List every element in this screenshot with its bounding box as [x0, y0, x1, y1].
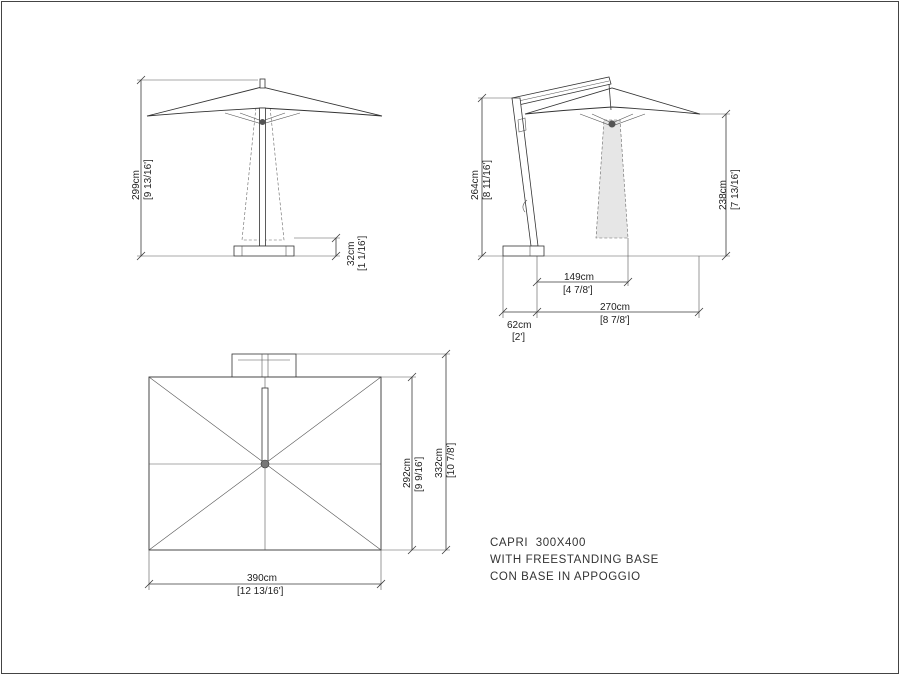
side-offset-label: 149cm	[564, 272, 594, 283]
front-height-inch-label: [9 13/16']	[143, 159, 154, 200]
top-overall-depth-label: 332cm	[434, 448, 445, 478]
side-canopy-height-inch-label: [7 13/16']	[730, 169, 741, 210]
caption-block: CAPRI 300X400 WITH FREESTANDING BASE CON…	[490, 537, 659, 583]
side-base-width-label: 62cm	[507, 320, 531, 331]
top-overall-depth-inch-label: [10 7/8']	[446, 443, 457, 478]
top-width-inch-label: [12 13/16']	[237, 586, 284, 597]
side-hub	[608, 120, 616, 128]
top-view: 390cm [12 13/16'] 292cm [9 9/16'] 332cm …	[144, 349, 457, 597]
front-height-label: 299cm	[131, 170, 142, 200]
top-canopy-depth-inch-label: [9 9/16']	[414, 457, 425, 492]
top-width-label: 390cm	[247, 573, 277, 584]
front-finial	[259, 78, 266, 89]
side-canopy-height-label: 238cm	[718, 180, 729, 210]
front-base-height-label: 32cm	[346, 242, 357, 266]
caption-line-3: CON BASE IN APPOGGIO	[490, 571, 641, 583]
side-reach-inch-label: [8 7/8']	[600, 315, 630, 326]
caption-line-1: CAPRI 300X400	[490, 537, 586, 549]
side-height-inch-label: [8 11/16']	[482, 160, 493, 200]
top-arm	[261, 387, 269, 465]
caption-line-2: WITH FREESTANDING BASE	[490, 554, 659, 566]
side-base	[502, 245, 545, 257]
side-offset-inch-label: [4 7/8']	[563, 285, 593, 296]
side-canopy	[524, 87, 701, 115]
side-shadow-cone	[596, 120, 628, 238]
front-base	[233, 245, 295, 257]
front-pole	[259, 107, 266, 247]
front-view: 299cm [9 13/16'] 32cm [1 1/16']	[131, 75, 383, 271]
top-hub	[260, 459, 270, 469]
side-height-label: 264cm	[470, 170, 481, 200]
side-reach-label: 270cm	[600, 302, 630, 313]
front-base-height-inch-label: [1 1/16']	[357, 236, 368, 271]
top-canopy-depth-label: 292cm	[402, 458, 413, 488]
front-hub	[259, 119, 266, 125]
side-base-width-inch-label: [2']	[512, 332, 525, 343]
side-view: 264cm [8 11/16'] 238cm [7 13/16'] 149cm …	[470, 76, 741, 343]
